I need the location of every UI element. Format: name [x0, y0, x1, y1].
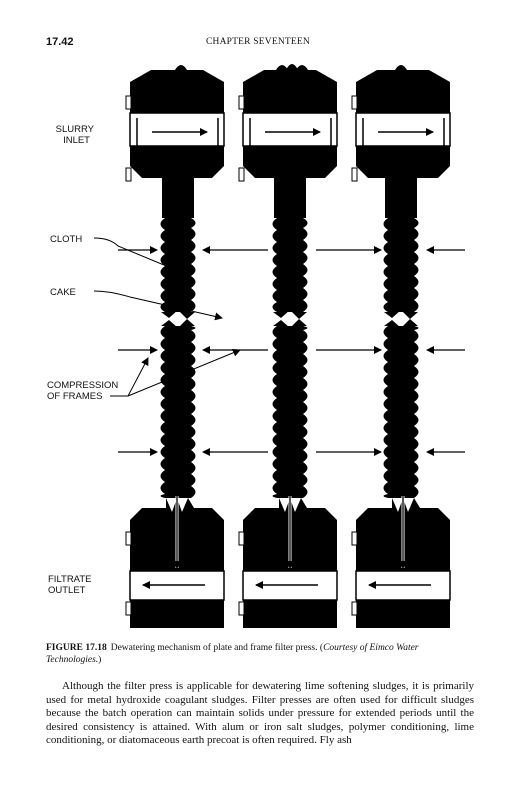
slurry-inlet-label-line1: SLURRY — [56, 124, 95, 135]
pressure-arrows — [118, 246, 465, 456]
filtrate-outlet-label-line1: FILTRATE — [48, 574, 91, 585]
filter-press-diagram: SLURRY INLET CLOTH CAKE COMPRESSION OF F… — [47, 64, 465, 628]
caption-text: Dewatering mechanism of plate and frame … — [110, 643, 324, 653]
outlet-unit-2 — [238, 496, 338, 628]
outlet-unit-1 — [125, 496, 225, 628]
compression-label-line2: OF FRAMES — [47, 391, 102, 402]
page-number: 17.42 — [46, 36, 74, 48]
filter-plate-break — [384, 319, 418, 328]
inlet-unit-2 — [238, 64, 338, 218]
filter-plate-segment — [160, 218, 196, 312]
filter-plate-columns — [160, 218, 419, 498]
filter-plate-break — [161, 319, 195, 328]
filter-plate-break — [384, 310, 418, 319]
inlet-unit-3 — [351, 65, 451, 218]
caption-closing: ) — [98, 655, 102, 665]
filter-plate-segment — [383, 218, 419, 312]
filtrate-outlet-label-line2: OUTLET — [48, 585, 86, 596]
inlet-unit-1 — [125, 65, 225, 218]
filter-plate-segment — [272, 326, 308, 498]
label-pointers — [93, 237, 241, 397]
cake-label: CAKE — [50, 287, 76, 298]
filter-press-figure: SLURRY INLET CLOTH CAKE COMPRESSION OF F… — [0, 60, 517, 630]
page-header: 17.42 CHAPTER SEVENTEEN — [46, 36, 470, 50]
caption-credit: Courtesy of Eimco Water Technologies. — [46, 643, 419, 665]
filter-plate-segment — [160, 326, 196, 498]
filter-plate-segment — [383, 326, 419, 498]
chapter-title: CHAPTER SEVENTEEN — [206, 37, 310, 47]
filter-plate-break — [273, 310, 307, 319]
body-paragraph: Although the filter press is applicable … — [46, 680, 474, 747]
compression-label-line1: COMPRESSION — [47, 380, 118, 391]
slurry-inlet-label-line2: INLET — [63, 135, 90, 146]
filter-plate-break — [273, 319, 307, 328]
outlet-unit-3 — [351, 496, 451, 628]
filter-plate-break — [161, 310, 195, 319]
filter-plate-segment — [272, 218, 308, 312]
cloth-label: CLOTH — [50, 234, 82, 245]
figure-number: FIGURE 17.18 — [46, 643, 107, 653]
